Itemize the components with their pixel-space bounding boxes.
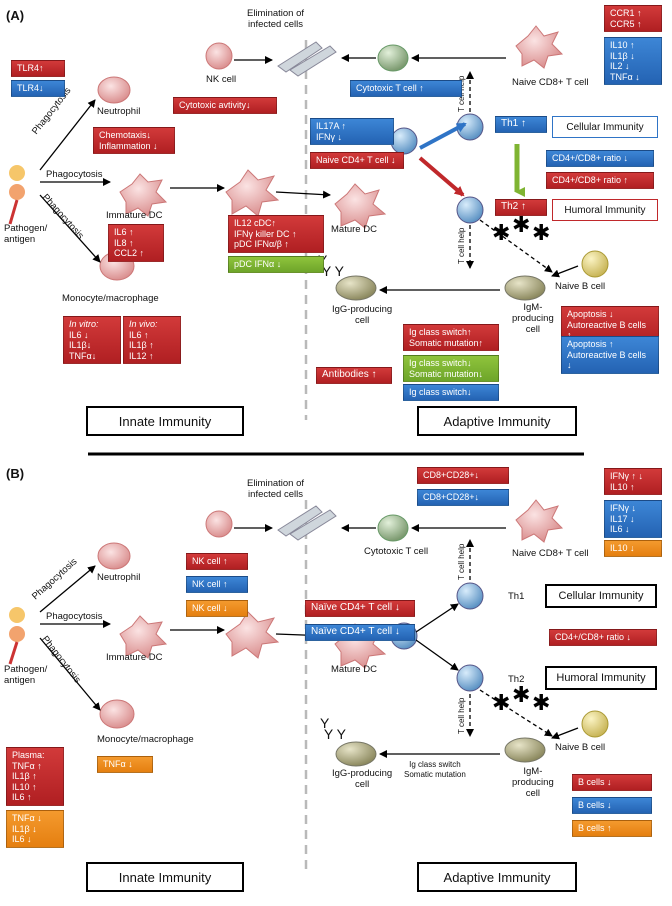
svg-text:✱: ✱ xyxy=(532,691,550,716)
dc-icon xyxy=(225,169,280,217)
b-th2-label: Th2 xyxy=(508,674,525,685)
mature-dc-icon xyxy=(334,183,387,229)
t-cell-help-label-2: T cell help xyxy=(457,227,466,264)
b-nk-red-box: NK cell ↑ xyxy=(186,553,248,570)
panel-b-label: (B) xyxy=(6,466,25,481)
nk-cell-icon xyxy=(205,42,233,70)
a-cytotoxic-box: Cytotoxic T cell ↑ xyxy=(350,80,462,97)
b-cd4-blue-box: Naïve CD4+ T cell ↓ xyxy=(305,624,415,641)
a-antibodies-box: Antibodies ↑ xyxy=(316,367,392,384)
a-in-vitro-box: In vitro:IL6 ↓IL1β↓TNFα↓ xyxy=(63,316,121,364)
b-mono-orange-box: TNFα ↓ xyxy=(97,756,153,773)
nk-cell-label: NK cell xyxy=(206,74,237,85)
a-cd8-red-box: CCR1 ↑CCR5 ↑ xyxy=(604,5,662,32)
b-th1-label: Th1 xyxy=(508,591,525,602)
a-th1-box: Th1 ↑ xyxy=(495,116,547,133)
svg-text:✱: ✱ xyxy=(492,221,510,246)
a-cd4-red-box: Naive CD4+ T cell ↓ xyxy=(310,152,404,169)
b-plasma-red-box: Plasma:TNFα ↑IL1β ↑IL10 ↑IL6 ↑ xyxy=(6,747,64,806)
a-ratio-blue-box: CD4+/CD8+ ratio ↓ xyxy=(546,150,654,167)
a-ratio-red-box: CD4+/CD8+ ratio ↑ xyxy=(546,172,654,189)
a-th2-box: Th2 ↑ xyxy=(495,199,547,216)
b-cd28-blue-box: CD8+CD28+↓ xyxy=(417,489,509,506)
b-cellular-box: Cellular Immunity xyxy=(545,584,657,608)
b-plasma-orange-box: TNFα ↓IL1β ↓IL6 ↓ xyxy=(6,810,64,848)
naive-cd8-label: Naive CD8+ T cell xyxy=(512,77,589,88)
a-mature-dc-green-box: pDC IFNα ↓ xyxy=(228,256,324,273)
b-naive-cd8-label: Naive CD8+ T cell xyxy=(512,548,589,559)
b-cd28-red-box: CD8+CD28+↓ xyxy=(417,467,509,484)
b-monocyte-label: Monocyte/macrophage xyxy=(97,734,194,745)
b-naive-b-label: Naive B cell xyxy=(555,742,606,753)
svg-text:✱: ✱ xyxy=(492,691,510,716)
b-nk-orange-box: NK cell ↓ xyxy=(186,600,248,617)
a-tlr4-up-box: TLR4↑ xyxy=(11,60,65,77)
a-ig-red-box: Ig class switch↑Somatic mutation↑ xyxy=(403,324,499,351)
a-tlr4-down-box: TLR4↓ xyxy=(11,80,65,97)
neutrophil-cell-icon xyxy=(97,76,131,104)
b-ratio-red-box: CD4+/CD8+ ratio ↓ xyxy=(549,629,657,646)
immature-dc-label: Immature DC xyxy=(106,210,163,221)
svg-text:✱: ✱ xyxy=(512,683,530,708)
b-bcell-orange-box: B cells ↑ xyxy=(572,820,652,837)
a-in-vivo-box: In vivo:IL6 ↑IL1β ↑IL12 ↑ xyxy=(123,316,181,364)
phagocytosis-label-2: Phagocytosis xyxy=(46,169,103,180)
naive-b-label: Naive B cell xyxy=(555,281,606,292)
a-mature-dc-red-box: IL12 cDC↑IFNγ killer DC ↑pDC IFNα/β ↑ xyxy=(228,215,324,253)
infected-cells-icon xyxy=(277,41,337,77)
b-innate-box: Innate Immunity xyxy=(86,862,244,892)
b-cytotoxic-label: Cytotoxic T cell xyxy=(364,546,429,557)
pathogen-icon-b xyxy=(8,607,25,665)
a-neutrophil-box: Chemotaxis↓Inflammation ↓ xyxy=(93,127,175,154)
panel-a-label: (A) xyxy=(6,8,25,23)
b-immature-dc-label: Immature DC xyxy=(106,652,163,663)
b-t-cell-help-label-2: T cell help xyxy=(457,697,466,734)
b-bcell-blue-box: B cells ↓ xyxy=(572,797,652,814)
b-cd8-blue-box: IFNγ ↓IL17 ↓IL6 ↓ xyxy=(604,500,662,538)
b-pathogen-label: Pathogen/antigen xyxy=(4,664,48,686)
a-b-blue-box: Apoptosis ↑Autoreactive B cells ↓ xyxy=(561,336,659,374)
a-ig-green-box: Ig class switch↓Somatic mutation↓ xyxy=(403,355,499,382)
a-innate-box: Innate Immunity xyxy=(86,406,244,436)
a-immature-dc-box: IL6 ↑IL8 ↑CCL2 ↑ xyxy=(108,224,164,262)
b-bcell-red-box: B cells ↓ xyxy=(572,774,652,791)
b-cd8-red-box: IFNγ ↑ ↓IL10 ↑ xyxy=(604,468,662,495)
b-mature-dc-label: Mature DC xyxy=(331,664,377,675)
a-humoral-box: Humoral Immunity xyxy=(552,199,658,221)
a-ig-blue-box: Ig class switch↓ xyxy=(403,384,499,401)
b-cd8-orange-box: IL10 ↓ xyxy=(604,540,662,557)
b-neutrophil-label: Neutrophil xyxy=(97,572,141,583)
b-t-cell-help-label-1: T cell help xyxy=(457,543,466,580)
immature-dc-icon xyxy=(119,173,168,217)
monocyte-label: Monocyte/macrophage xyxy=(62,293,159,304)
svg-text:✱: ✱ xyxy=(532,221,550,246)
a-nk-box: Cytotoxic avtivity↓ xyxy=(173,97,277,114)
a-cellular-box: Cellular Immunity xyxy=(552,116,658,138)
pathogen-icon xyxy=(8,165,25,225)
neutrophil-label: Neutrophil xyxy=(97,106,141,117)
a-adaptive-box: Adaptive Immunity xyxy=(417,406,577,436)
svg-text:✱: ✱ xyxy=(512,213,530,238)
naive-cd8-icon xyxy=(515,25,564,69)
pathogen-label: Pathogen/antigen xyxy=(4,223,48,245)
a-cd8-blue-box: IL10 ↑IL1β ↓IL2 ↓TNFα ↓ xyxy=(604,37,662,85)
b-cd4-red-box: Naïve CD4+ T cell ↓ xyxy=(305,600,415,617)
b-adaptive-box: Adaptive Immunity xyxy=(417,862,577,892)
a-cd4-blue-box: IL17A ↑IFNγ ↓ xyxy=(310,118,394,145)
b-nk-blue-box: NK cell ↑ xyxy=(186,576,248,593)
mature-dc-label: Mature DC xyxy=(331,224,377,235)
b-phagocytosis-label-2: Phagocytosis xyxy=(46,611,103,622)
b-humoral-box: Humoral Immunity xyxy=(545,666,657,690)
b-antibody-y-glyphs: Y Y Y xyxy=(320,715,346,742)
